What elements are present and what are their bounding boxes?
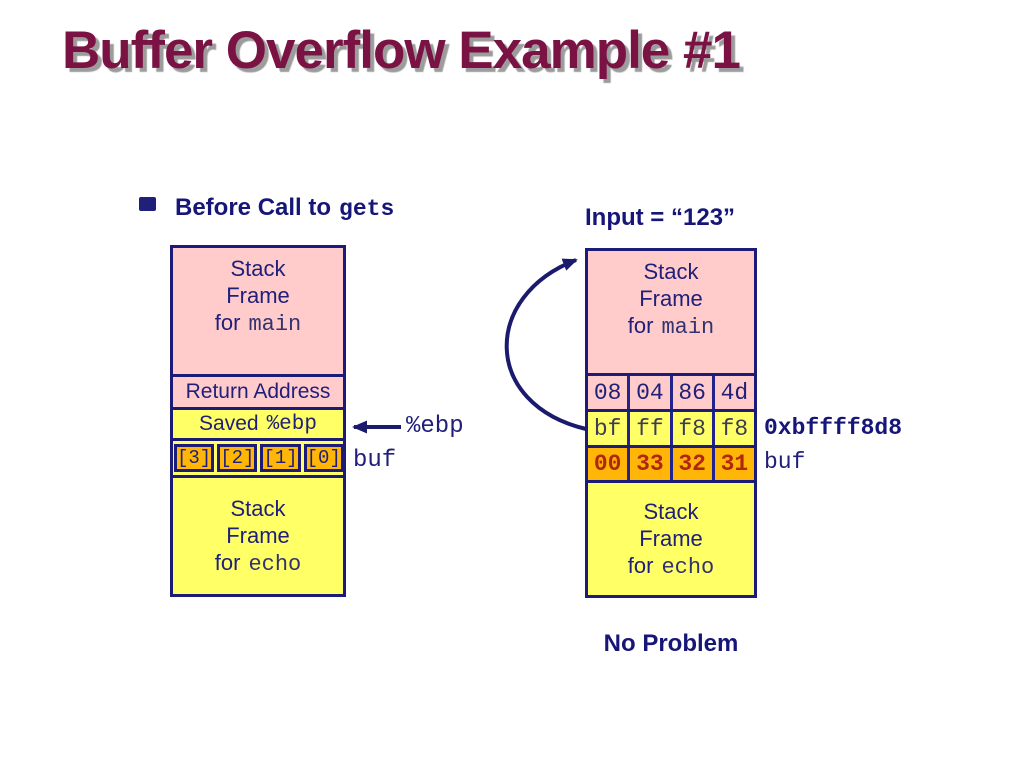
ebp-pointer-label: %ebp [406, 413, 464, 440]
left-heading-text: Before Call to [175, 194, 332, 221]
frame-line: Frame [226, 283, 290, 308]
frame-line: Stack [643, 259, 699, 284]
frame-line-text: for [214, 310, 241, 335]
left-heading-code: gets [339, 196, 395, 222]
left-saved-ebp-row: Saved %ebp [173, 407, 343, 438]
frame-line-text: for [627, 552, 654, 578]
buf-byte-cell: [1] [260, 444, 301, 472]
frame-line: Frame [639, 286, 703, 311]
frame-line: Frame [639, 525, 703, 551]
saved-ebp-address-label: 0xbffff8d8 [764, 415, 903, 441]
return-address-byte: 04 [627, 376, 669, 409]
right-saved-ebp-row: bf ff f8 f8 [588, 409, 754, 445]
left-buf-label: buf [353, 447, 397, 474]
return-address-byte: 08 [593, 379, 622, 406]
right-heading: Input = “123” [585, 204, 736, 231]
frame-line: Stack [230, 256, 286, 281]
return-address-byte: 86 [669, 376, 712, 409]
buf-byte: 31 [711, 448, 754, 480]
saved-ebp-byte: bf [593, 415, 622, 442]
saved-ebp-code: %ebp [266, 412, 317, 436]
frame-line-code: echo [661, 554, 715, 580]
buf-byte: 32 [669, 448, 712, 480]
buf-byte-cell: [3] [174, 444, 215, 472]
stray-mark [139, 197, 156, 211]
frame-line-text: for [214, 549, 241, 575]
left-return-address-row: Return Address [173, 374, 343, 407]
saved-ebp-backpointer-arrow [504, 258, 587, 431]
frame-line: Stack [230, 495, 286, 521]
return-address-label: Return Address [185, 380, 331, 403]
slide-title: Buffer Overflow Example #1 [62, 21, 741, 80]
saved-ebp-byte: f8 [711, 412, 754, 445]
frame-line-code: main [248, 312, 302, 337]
left-heading: Before Call to gets [175, 194, 394, 222]
saved-ebp-text: Saved [199, 412, 259, 435]
frame-line-text: for [627, 313, 654, 338]
return-address-byte: 4d [711, 376, 754, 409]
right-buf-row: 00 33 32 31 [588, 445, 754, 480]
buf-byte-cell: [2] [217, 444, 258, 472]
frame-line: Stack [643, 498, 699, 524]
frame-line-code: echo [248, 551, 302, 577]
saved-ebp-byte: ff [627, 412, 669, 445]
no-problem-caption: No Problem [603, 630, 739, 657]
saved-ebp-byte: f8 [669, 412, 712, 445]
buf-byte: 33 [627, 448, 669, 480]
right-return-address-row: 08 04 86 4d [588, 373, 754, 409]
buf-byte-cell: [0] [303, 444, 344, 472]
buf-byte: 00 [593, 451, 622, 477]
left-buf-row: [3] [2] [1] [0] [173, 438, 344, 475]
frame-line-code: main [661, 315, 715, 340]
right-buf-label: buf [764, 449, 806, 475]
frame-line: Frame [226, 522, 290, 548]
